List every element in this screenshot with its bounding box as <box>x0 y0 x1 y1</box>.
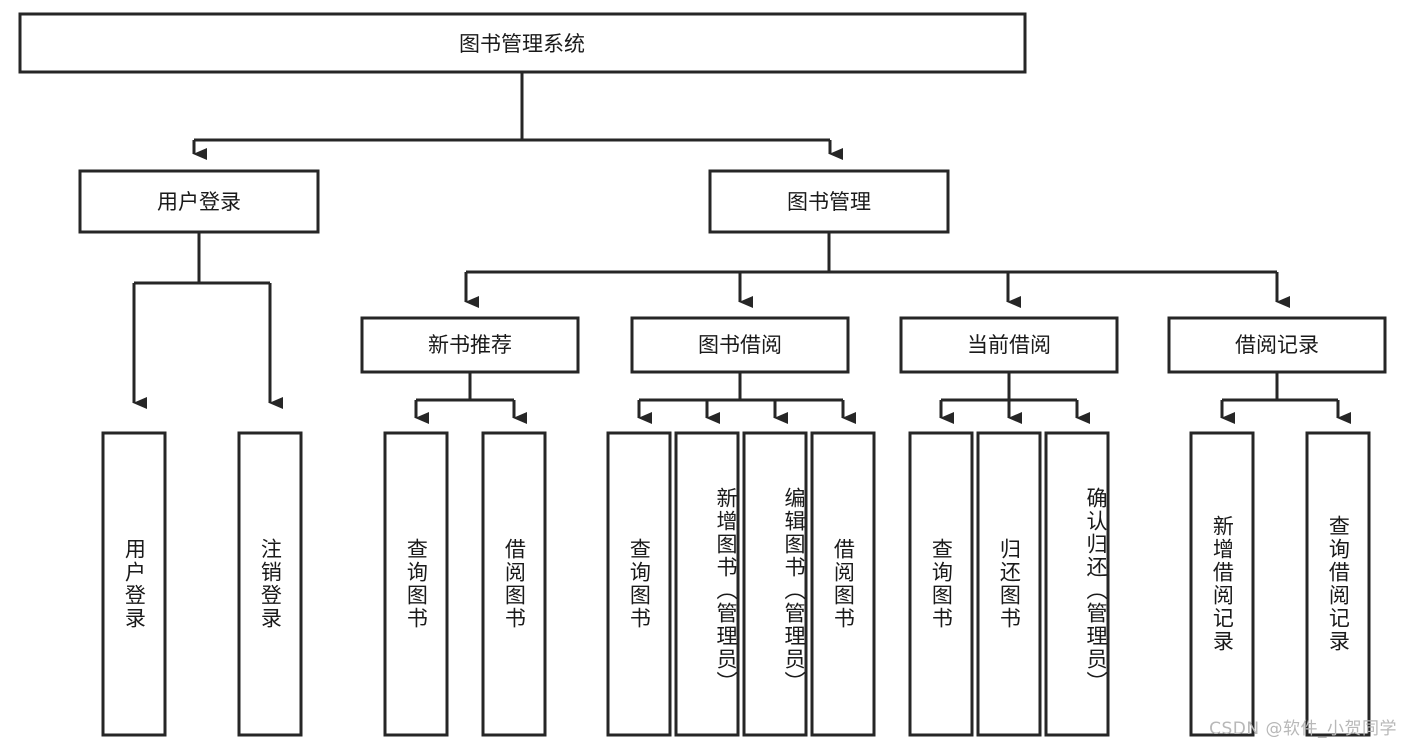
node-borrow-label: 图书借阅 <box>698 333 782 357</box>
node-leaf2-box[interactable] <box>237 431 303 737</box>
node-leaf11-box[interactable] <box>1044 431 1110 737</box>
node-leaf6-box[interactable] <box>674 431 740 737</box>
node-bookmgmt-label: 图书管理 <box>787 190 871 214</box>
edges-current-to-leaves <box>939 372 1090 424</box>
node-current[interactable]: 当前借阅 <box>899 316 1119 374</box>
edges-newbook-to-leaves <box>414 372 527 424</box>
node-bookmgmt[interactable]: 图书管理 <box>708 169 950 234</box>
node-leaf1-box[interactable] <box>101 431 167 737</box>
edges-records-to-leaves <box>1220 372 1351 424</box>
node-leaf8-box[interactable] <box>810 431 876 737</box>
node-newbook-box[interactable] <box>360 316 580 374</box>
node-login-label: 用户登录 <box>157 190 241 214</box>
node-records[interactable]: 借阅记录 <box>1167 316 1387 374</box>
node-newbook-label: 新书推荐 <box>428 333 512 357</box>
leaf-boxes <box>101 431 1371 737</box>
node-borrow-box[interactable] <box>630 316 850 374</box>
node-current-box[interactable] <box>899 316 1119 374</box>
node-login[interactable]: 用户登录 <box>78 169 320 234</box>
edges-bookmgmt-to-level3 <box>464 232 1290 308</box>
node-root-box[interactable] <box>18 12 1027 74</box>
node-leaf9-box[interactable] <box>908 431 974 737</box>
node-current-label: 当前借阅 <box>967 333 1051 357</box>
edges-borrow-to-leaves <box>637 372 856 424</box>
node-leaf4-box[interactable] <box>481 431 547 737</box>
node-leaf13-box[interactable] <box>1305 431 1371 737</box>
edges-login-to-leaves <box>132 232 283 409</box>
node-records-box[interactable] <box>1167 316 1387 374</box>
node-login-box[interactable] <box>78 169 320 234</box>
node-root-label: 图书管理系统 <box>459 32 585 56</box>
node-leaf5-box[interactable] <box>606 431 672 737</box>
node-leaf10-box[interactable] <box>976 431 1042 737</box>
edges-root-to-level2 <box>192 72 843 160</box>
node-newbook[interactable]: 新书推荐 <box>360 316 580 374</box>
node-root[interactable]: 图书管理系统 <box>18 12 1027 74</box>
node-leaf7-box[interactable] <box>742 431 808 737</box>
node-records-label: 借阅记录 <box>1235 333 1319 357</box>
csdn-watermark: CSDN @软件_小贺同学 <box>1209 719 1397 739</box>
node-bookmgmt-box[interactable] <box>708 169 950 234</box>
node-borrow[interactable]: 图书借阅 <box>630 316 850 374</box>
node-leaf3-box[interactable] <box>383 431 449 737</box>
node-leaf12-box[interactable] <box>1189 431 1255 737</box>
